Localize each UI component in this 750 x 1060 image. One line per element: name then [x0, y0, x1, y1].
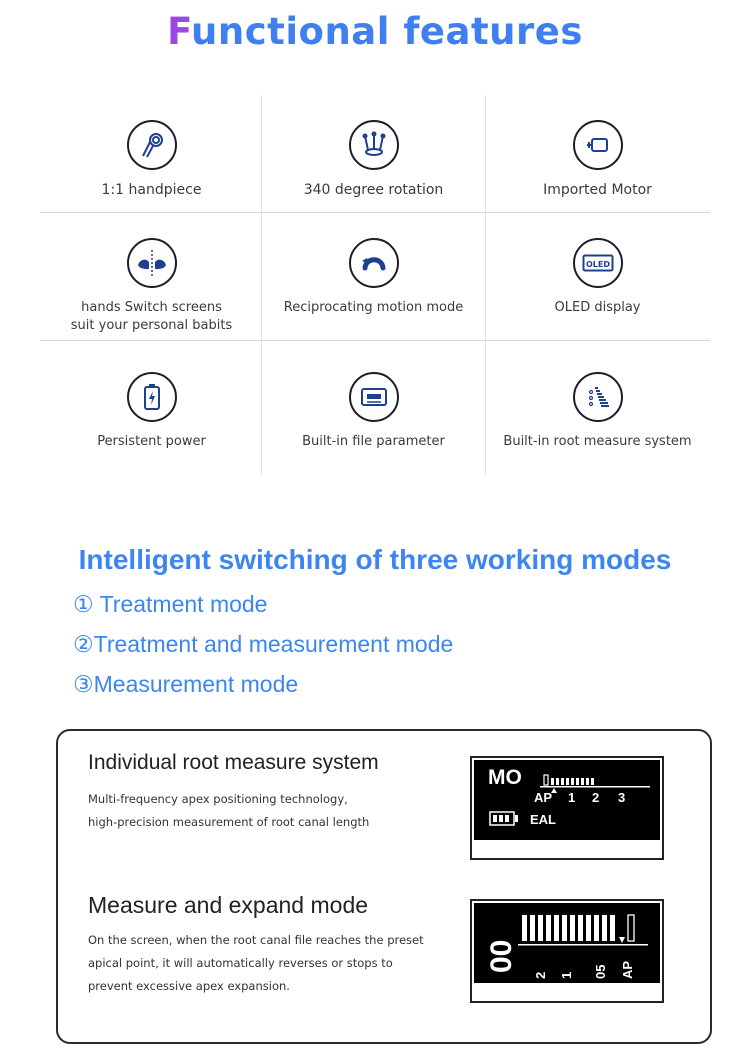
feature-grid: 1:1 handpiece 340 degree rotation Import…: [40, 95, 710, 475]
oled-icon-text: OLED: [585, 260, 609, 269]
reciprocating-arrow-icon: [348, 238, 399, 288]
oled-screen-frame: 00 2 1 05 AP: [470, 899, 664, 1003]
root-measure-icon: [572, 372, 623, 422]
oled-screen-frame: MO AP 1 2 3: [470, 756, 664, 860]
page-title: Functional features: [167, 10, 583, 53]
grid-divider: [40, 212, 710, 213]
section-heading: Individual root measure system: [88, 751, 379, 774]
motor-icon: [572, 120, 623, 170]
scale-label: 1: [568, 790, 575, 805]
feature-item-oled: OLED OLED display: [486, 238, 709, 317]
feature-item-file-parameter: Built-in file parameter: [262, 372, 485, 451]
section-heading: Measure and expand mode: [88, 892, 369, 918]
oled-screen: MO AP 1 2 3: [474, 760, 660, 840]
section-description: On the screen, when the root canal file …: [88, 933, 424, 993]
scale-label: 2: [592, 790, 599, 805]
screen-status-text: EAL: [530, 812, 556, 827]
modes-heading: Intelligent switching of three working m…: [78, 544, 672, 575]
rotation-crown-icon: [348, 120, 399, 170]
handpiece-icon: [126, 120, 177, 170]
screen-level-bar: [518, 914, 648, 946]
feature-item-power: Persistent power: [40, 372, 263, 451]
grid-divider: [40, 340, 710, 341]
screen-big-number: 00: [485, 940, 518, 973]
feature-item-reciprocating: Reciprocating motion mode: [262, 238, 485, 317]
oled-icon: OLED: [572, 238, 623, 288]
mode-item: ②Treatment and measurement mode: [73, 631, 454, 657]
battery-status-icon: [489, 811, 518, 826]
screen-level-bar: [540, 774, 650, 793]
mode-item: ① Treatment mode: [73, 591, 268, 617]
screen-mode-text: MO: [488, 766, 522, 789]
scale-label: 3: [618, 790, 625, 805]
root-measure-panel: Individual root measure system Multi-fre…: [56, 729, 712, 1044]
feature-item-root-measure: Built-in root measure system: [486, 372, 709, 451]
section-description: Multi-frequency apex positioning technol…: [88, 792, 370, 829]
grid-divider: [485, 95, 486, 475]
feature-item-handpiece: 1:1 handpiece: [40, 120, 263, 199]
scale-label: 2: [533, 972, 548, 979]
mode-item: ③Measurement mode: [73, 671, 299, 697]
grid-divider: [261, 95, 262, 475]
scale-label: 05: [593, 965, 608, 979]
scale-label: AP: [620, 961, 635, 979]
scale-label: 1: [559, 972, 574, 979]
hand-switch-icon: [126, 238, 177, 288]
feature-item-motor: Imported Motor: [486, 120, 709, 199]
file-parameter-icon: [348, 372, 399, 422]
battery-icon: [126, 372, 177, 422]
oled-screen: 00 2 1 05 AP: [474, 903, 660, 983]
scale-label: AP: [534, 790, 552, 805]
feature-item-rotation: 340 degree rotation: [262, 120, 485, 199]
